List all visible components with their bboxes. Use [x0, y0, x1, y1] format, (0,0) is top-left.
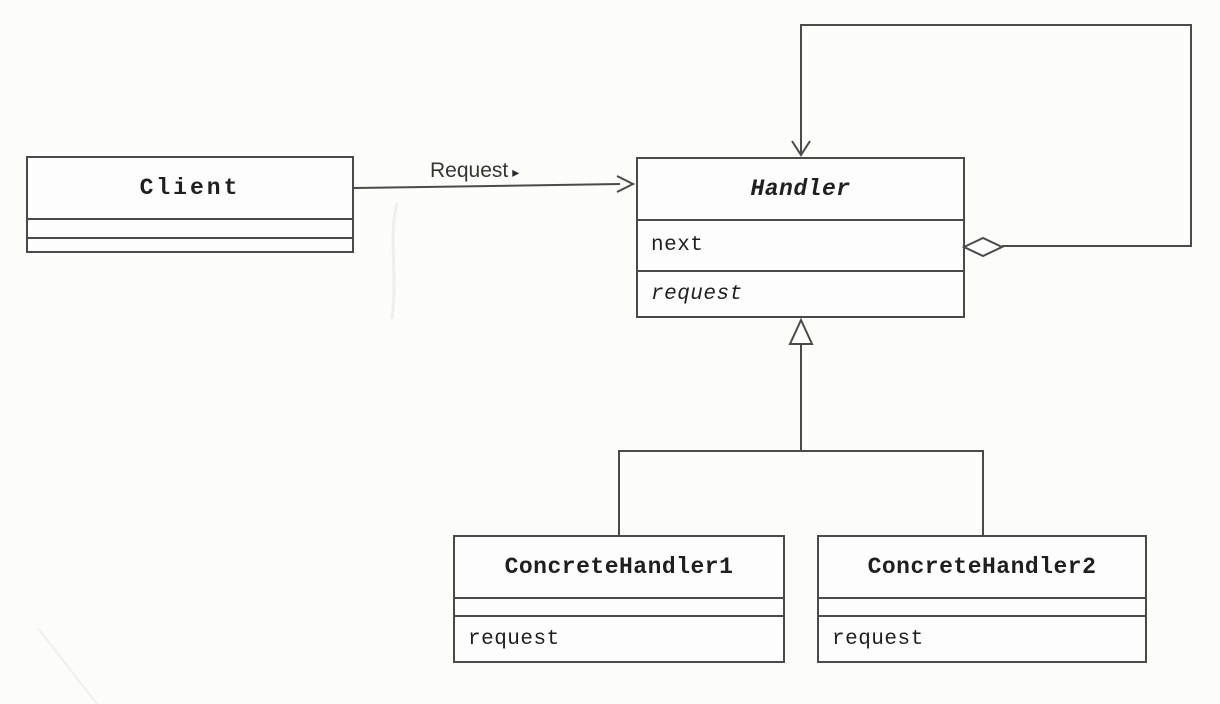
scan-artifact-line	[37, 627, 101, 704]
open-arrowhead-right-icon	[616, 175, 636, 193]
aggregation-loop-right-segment	[1190, 24, 1192, 247]
concrete-handler-1-attributes-compartment-empty	[455, 599, 783, 617]
association-request-label: Request ▸	[430, 159, 519, 183]
client-operations-compartment-empty	[28, 239, 352, 251]
request-direction-marker-icon: ▸	[512, 163, 520, 180]
concrete-handler-2-operation-request: request	[832, 627, 924, 651]
inheritance-triangle-icon	[788, 317, 814, 345]
aggregation-loop-bottom-segment	[1002, 245, 1192, 247]
scan-artifact-curve	[390, 202, 399, 320]
handler-operation-request: request	[651, 282, 743, 306]
inheritance-horizontal-connector	[618, 450, 984, 452]
concrete-handler-1-operation-request: request	[468, 627, 560, 651]
class-title-handler: Handler	[638, 159, 963, 221]
inheritance-stem-line	[800, 344, 802, 452]
concrete-handler-2-attributes-compartment-empty	[819, 599, 1145, 617]
class-box-concrete-handler-2: ConcreteHandler2 request	[817, 535, 1147, 663]
inheritance-drop-concrete-handler-2	[982, 450, 984, 535]
association-request-label-text: Request	[430, 159, 509, 182]
aggregation-diamond-icon	[961, 236, 1005, 258]
aggregation-loop-down-segment	[800, 24, 802, 153]
class-title-client: Client	[28, 158, 352, 220]
aggregation-loop-top-segment	[800, 24, 1192, 26]
class-title-concrete-handler-1: ConcreteHandler1	[455, 537, 783, 599]
open-arrowhead-down-icon	[791, 140, 811, 157]
class-box-client: Client	[26, 156, 354, 253]
inheritance-drop-concrete-handler-1	[618, 450, 620, 535]
client-attributes-compartment-empty	[28, 220, 352, 239]
class-box-concrete-handler-1: ConcreteHandler1 request	[453, 535, 785, 663]
handler-attribute-next: next	[638, 221, 963, 272]
class-title-concrete-handler-2: ConcreteHandler2	[819, 537, 1145, 599]
class-box-handler: Handler next request	[636, 157, 965, 318]
association-request-line	[353, 183, 620, 189]
